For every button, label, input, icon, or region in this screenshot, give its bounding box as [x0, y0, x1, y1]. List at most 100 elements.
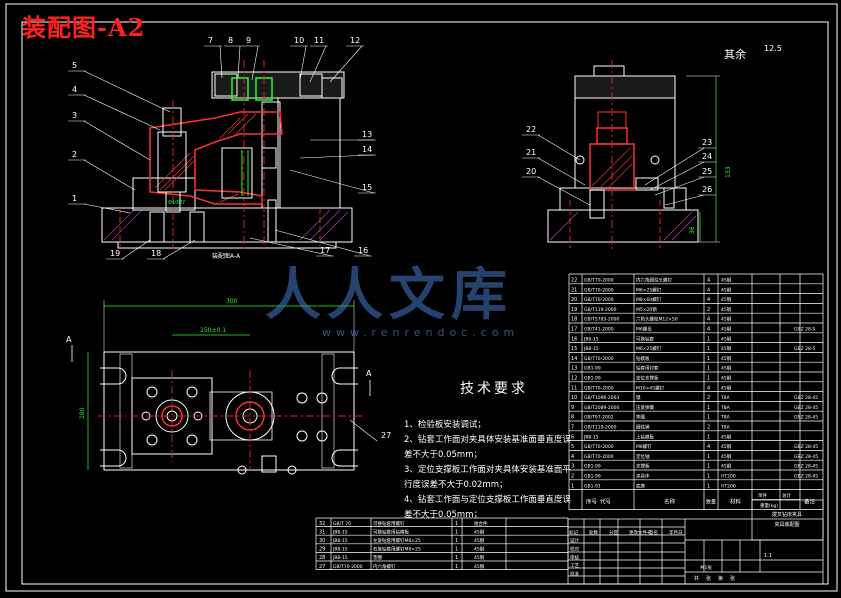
cell-code: GB/T41-2000: [584, 327, 614, 333]
lower-cell-code: JB8-15: [332, 538, 348, 544]
balloon-number: 14: [362, 145, 372, 154]
surface-note-label: 其余: [724, 48, 746, 61]
cell-no: 3: [571, 464, 574, 470]
cell-material: 45钢: [721, 296, 732, 303]
cell-material: 45钢: [721, 463, 732, 470]
cell-qty: 4: [707, 297, 710, 303]
cell-material: 45钢: [721, 345, 732, 352]
cell-material: 45钢: [721, 365, 732, 372]
cell-code: GB1-99: [584, 376, 601, 382]
cell-code: GB/T70-2000: [584, 278, 614, 284]
lower-cell-qty: 1: [455, 547, 458, 553]
lower-cell-qty: 1: [455, 521, 458, 527]
cell-code: GB1-99: [584, 366, 601, 372]
cell-material: 45钢: [721, 433, 732, 440]
balloon-number: 25: [702, 167, 712, 176]
title-left-label: 处数: [589, 529, 598, 536]
balloon-number: 17: [320, 246, 330, 255]
cell-qty: 1: [707, 346, 710, 352]
outer-frame: [5, 3, 838, 592]
balloon-number: 1: [72, 194, 77, 203]
cell-qty: 1: [707, 434, 710, 440]
lower-cell-name: 内六角螺钉: [373, 563, 396, 570]
cell-material: 45钢: [721, 286, 732, 293]
balloon-number: 2: [72, 150, 77, 159]
balloon-number: 10: [294, 36, 304, 45]
cell-no: 14: [571, 356, 577, 362]
leader-line: [649, 161, 705, 191]
lower-cell-no: 28: [319, 555, 325, 561]
cell-note: GBZ 28-45: [794, 454, 818, 460]
cell-qty: 1: [707, 464, 710, 470]
cell-no: 5: [571, 444, 574, 450]
cell-name: M10×45螺钉: [636, 384, 665, 391]
header-no: 序号: [586, 498, 598, 506]
balloon-number: 5: [72, 61, 77, 70]
cell-qty: 1: [707, 336, 710, 342]
cell-name: 垫圈: [636, 414, 645, 421]
leader-line: [219, 45, 223, 79]
cell-code: JB8-15: [583, 346, 599, 352]
leader-line: [83, 70, 171, 113]
leader-line: [83, 120, 151, 161]
cell-no: 13: [571, 366, 577, 372]
cell-material: T8A: [720, 415, 731, 421]
cell-qty: 1: [707, 366, 710, 372]
leader-line: [537, 176, 591, 206]
cell-no: 18: [571, 317, 577, 323]
cell-code: GB/T97-2002: [584, 415, 614, 421]
lower-cell-no: 30: [319, 538, 325, 544]
cell-no: 10: [571, 395, 577, 401]
title-block: 标记处数分区更改文件号签名年月日设计校对审核工艺批准拨叉钻床夹具夹具装配图1:1…: [567, 499, 824, 585]
cell-qty: 1: [707, 474, 710, 480]
cell-material: 45钢: [721, 335, 732, 342]
balloon-number: 7: [208, 36, 213, 45]
cell-note: GBZ 28-45: [794, 415, 818, 421]
leader-line: [83, 203, 131, 214]
lower-cell-name: 可换钻套用钻模板: [373, 528, 409, 535]
watermark-url: www.renrendoc.com: [322, 326, 520, 339]
cell-material: 45钢: [721, 326, 732, 333]
cell-material: 45钢: [721, 443, 732, 450]
balloon-number: 27: [381, 431, 391, 440]
title-role-label: 设计: [570, 537, 579, 544]
title-left-label: 签名: [649, 529, 658, 536]
cell-qty: 1: [707, 356, 710, 362]
cell-name: M5×20销: [636, 306, 657, 313]
section-mark-right: A: [366, 369, 372, 378]
balloon-number: 11: [314, 36, 324, 45]
cell-code: GB/T70-2000: [584, 356, 614, 362]
cell-material: 45钢: [721, 277, 732, 284]
cell-name: 支撑板: [636, 463, 650, 470]
cell-name: 可换钻套: [636, 335, 654, 342]
cell-name: 底座: [636, 482, 645, 489]
balloon-number: 24: [702, 152, 712, 161]
leader-line: [309, 45, 327, 83]
lower-cell-qty: 1: [455, 538, 458, 544]
cell-material: T8A: [720, 405, 731, 411]
cell-no: 22: [571, 278, 577, 284]
lower-cell-code: JB8-15: [332, 547, 348, 553]
lower-cell-code: JB8-15: [332, 529, 348, 535]
cell-name: M8螺钉: [636, 443, 652, 450]
balloon-number: 15: [362, 183, 372, 192]
balloon-number: 19: [110, 249, 120, 258]
cell-qty: 2: [707, 425, 710, 431]
dim-side-small: 36: [689, 226, 696, 234]
leader-line: [121, 239, 151, 260]
cell-name: M6×25螺钉: [636, 345, 662, 352]
dim-inner: 150±0.1: [200, 327, 226, 334]
lower-cell-code: GB/T70-2000: [333, 564, 363, 570]
cell-code: GB/T70-2000: [584, 297, 614, 303]
header-material: 材料: [730, 498, 742, 506]
header-code: 代号: [600, 498, 612, 506]
cell-qty: 4: [707, 278, 710, 284]
cell-name: 钻模板: [636, 355, 650, 362]
cell-qty: 2: [707, 307, 710, 313]
title-left-label: 标记: [569, 529, 578, 536]
svg-text:Φ10H7: Φ10H7: [168, 200, 185, 206]
cell-no: 2: [571, 474, 574, 480]
balloon-number: 13: [362, 130, 372, 139]
drawing-title: 装配图-A2: [22, 13, 146, 42]
